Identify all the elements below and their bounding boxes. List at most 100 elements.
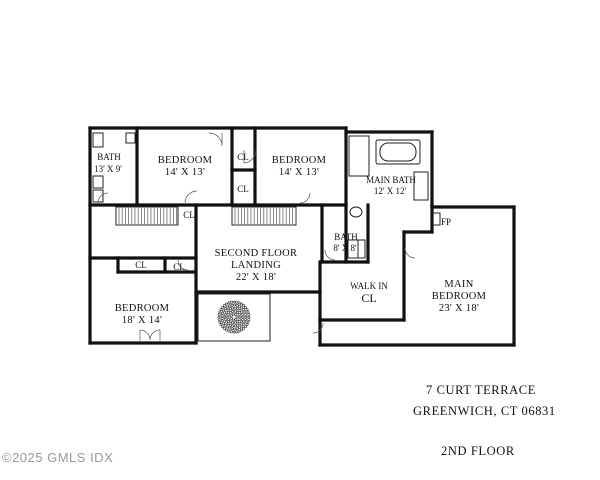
rug-pattern-dot	[236, 323, 240, 327]
rug-pattern-dot	[240, 328, 243, 332]
floor-label: 2ND FLOOR	[441, 444, 515, 458]
rug-pattern-dot	[223, 307, 227, 311]
rug-pattern-dot	[223, 318, 227, 321]
rug-pattern-dot	[220, 316, 224, 320]
landing-rug	[217, 300, 251, 334]
rug-pattern-dot	[232, 330, 236, 334]
landing-name-line2: LANDING	[231, 260, 281, 271]
rug-pattern-dot	[246, 320, 250, 324]
walk-in-name: WALK IN	[350, 281, 388, 291]
room-label-bedroom-1: BEDROOM 14' X 13'	[158, 155, 213, 178]
rug-pattern-dot	[229, 300, 233, 304]
closet-label: CL	[135, 260, 147, 270]
rug-pattern-dot	[233, 327, 237, 331]
rug-pattern-dot	[221, 319, 225, 323]
closet-label: CL	[237, 184, 249, 194]
rug-pattern-dot	[241, 318, 245, 321]
rug-pattern-dot	[243, 310, 247, 314]
rug-pattern-dot	[222, 304, 226, 307]
closet-labels: CL CL CL CL CL	[135, 152, 249, 272]
rug-pattern-dot	[225, 328, 228, 332]
rug-pattern-dot	[246, 310, 250, 314]
rug-pattern-dot	[222, 327, 226, 330]
rug-pattern-dot	[234, 317, 238, 321]
rug-pattern-dot	[228, 320, 232, 324]
rug-pattern-dot	[244, 315, 248, 319]
rug-pattern-dot	[231, 309, 235, 313]
rug-pattern-dot	[240, 324, 244, 328]
rug-pattern-dot	[221, 311, 225, 315]
rug-pattern-dot	[236, 320, 240, 324]
bedroom-3-name: BEDROOM	[115, 303, 170, 314]
rug-pattern-dot	[238, 326, 242, 330]
main-bedroom-dims: 23' X 18'	[439, 303, 479, 314]
rug-pattern-dot	[244, 318, 248, 322]
rug-pattern-dot	[229, 330, 233, 334]
rug-pattern-dot	[231, 324, 235, 328]
bedroom-1-name: BEDROOM	[158, 155, 213, 166]
stair-treads	[118, 208, 297, 224]
watermark: ©2025 GMLS IDX	[2, 450, 114, 465]
rug-pattern-dot	[234, 313, 238, 317]
bath-small-name: BATH	[334, 232, 358, 242]
rug-pattern-dot	[221, 325, 224, 329]
rug-pattern-dot	[219, 308, 223, 311]
rug-pattern-dot	[242, 308, 246, 312]
landing-name-line1: SECOND FLOOR	[215, 248, 298, 259]
room-label-walk-in: WALK IN CL	[350, 281, 388, 305]
door-swings	[97, 132, 416, 342]
rug-pattern-dot	[228, 304, 232, 308]
rug-pattern-dot	[237, 312, 241, 316]
rug-pattern-dot	[236, 307, 240, 311]
rug-pattern-dot	[235, 300, 239, 304]
room-label-bath-small: BATH 8' X 8'	[333, 232, 358, 253]
rug-pattern-dot	[233, 324, 237, 328]
rug-pattern-dot	[238, 315, 242, 319]
rug-pattern-dot	[225, 302, 228, 306]
rug-pattern-dot	[227, 301, 231, 305]
rug-pattern-dot	[230, 303, 234, 307]
rug-pattern-dot	[237, 301, 241, 305]
rug-pattern-dot	[233, 306, 237, 310]
rug-pattern-dot	[238, 308, 242, 312]
closet-label: CL	[173, 262, 185, 272]
rug-pattern-dot	[243, 320, 247, 324]
rug-pattern-dot	[247, 318, 251, 322]
rug-pattern-dot	[235, 315, 239, 319]
rug-pattern-dot	[223, 323, 227, 327]
bedroom-2-name: BEDROOM	[272, 155, 327, 166]
rug-pattern-dot	[233, 309, 237, 313]
rug-pattern-dot	[224, 320, 228, 324]
rug-pattern-dot	[224, 310, 228, 314]
rug-pattern-dot	[225, 305, 229, 309]
rug-pattern-dot	[231, 312, 235, 316]
room-label-bedroom-3: BEDROOM 18' X 14'	[115, 303, 170, 326]
rug-pattern-dot	[241, 313, 245, 316]
rug-pattern-dot	[240, 302, 243, 306]
main-bath-dims: 12' X 12'	[374, 186, 407, 196]
rug-pattern-dot	[240, 310, 244, 314]
bedroom-3-dims: 18' X 14'	[122, 315, 162, 326]
bath-left-name: BATH	[97, 152, 121, 162]
bedroom-2-dims: 14' X 13'	[279, 167, 319, 178]
rug-pattern-dot	[245, 323, 249, 326]
rug-pattern-dot	[247, 312, 251, 316]
rug-pattern-dot	[244, 305, 247, 309]
room-label-main-bath: MAIN BATH 12' X 12'	[366, 175, 416, 196]
rug-pattern-dot	[244, 325, 247, 329]
rug-pattern-dot	[236, 310, 240, 314]
address-city: GREENWICH, CT 06831	[413, 404, 556, 418]
rug-pattern-dot	[222, 309, 226, 313]
rug-pattern-dot	[219, 323, 223, 326]
rug-pattern-dot	[227, 312, 231, 316]
rug-pattern-dot	[223, 315, 227, 319]
rug-pattern-dot	[238, 322, 242, 326]
rug-pattern-dot	[226, 308, 230, 312]
rug-pattern-dot	[247, 315, 251, 319]
rug-pattern-dot	[217, 318, 221, 322]
rug-pattern-dot	[222, 321, 226, 325]
rug-pattern-dot	[227, 329, 231, 333]
rug-pattern-dot	[230, 327, 234, 331]
rug-pattern-dot	[220, 314, 224, 318]
rug-pattern-dot	[242, 304, 246, 307]
